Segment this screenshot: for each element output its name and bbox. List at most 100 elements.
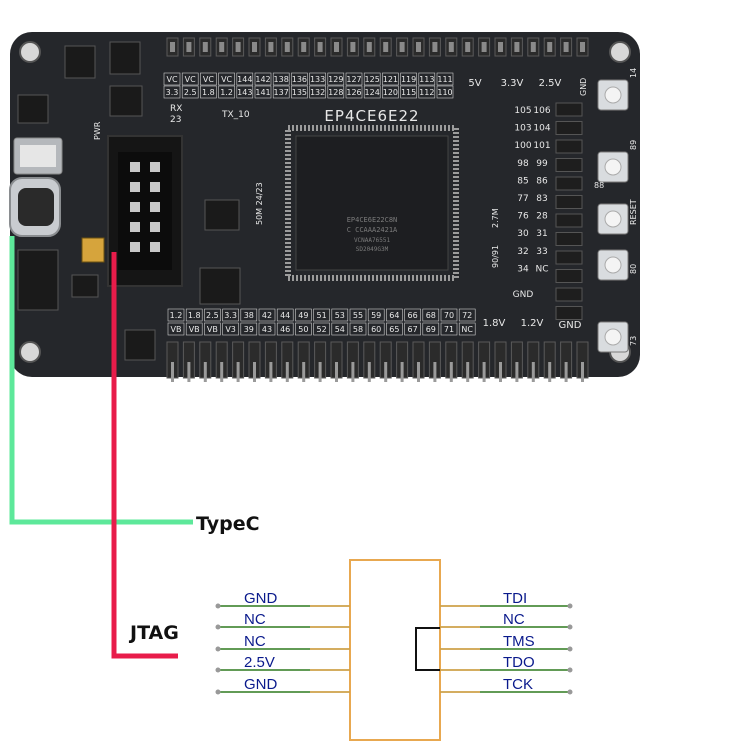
bottom-pin-lead xyxy=(449,362,453,382)
smd-components xyxy=(17,41,241,361)
right-pin-label: 86 xyxy=(536,176,548,186)
right-pin-label: 104 xyxy=(533,124,550,134)
right-pin-label: 33 xyxy=(536,247,547,257)
bottom-pin-lead xyxy=(417,362,420,382)
header-pin-label: 120 xyxy=(383,88,398,97)
label-box xyxy=(345,72,363,86)
label-box xyxy=(254,72,272,86)
bottom-pin-lead xyxy=(564,362,568,382)
header-pin-label: 54 xyxy=(335,325,345,334)
jtag-wire xyxy=(111,252,178,659)
top-pin-contact xyxy=(366,42,372,52)
top-pin-contact xyxy=(252,42,257,52)
right-pin-label: 30 xyxy=(517,229,529,239)
header-pin-label: VB xyxy=(189,325,200,334)
label-box xyxy=(327,85,345,99)
right-pin-label: 77 xyxy=(517,194,528,204)
tx-label: TX_10 xyxy=(221,110,250,120)
header-pin-label: 125 xyxy=(365,75,380,84)
label-box xyxy=(222,308,239,322)
label-box xyxy=(204,322,221,336)
right-pin-label: 85 xyxy=(517,176,528,186)
reset-label: RESET xyxy=(629,199,638,225)
label-box xyxy=(313,308,330,322)
top-pin-contact xyxy=(170,42,175,52)
header-pin-label: 2.5 xyxy=(184,88,197,97)
label-box xyxy=(404,322,421,336)
label-box xyxy=(163,72,181,86)
top-pin-contact xyxy=(268,42,274,52)
power-label: 3.3V xyxy=(501,78,524,89)
label-box xyxy=(167,322,185,336)
right-pin-label: TMS xyxy=(503,633,535,650)
header-pin-label: 72 xyxy=(462,311,472,320)
label-box xyxy=(295,322,312,336)
label-box xyxy=(422,308,440,322)
top-pin-contact xyxy=(448,42,454,52)
right-pin-label: 32 xyxy=(517,247,528,257)
label-box xyxy=(386,322,403,336)
right-pin-label: TDI xyxy=(503,590,527,607)
chip-marking-2: C CCAAA2421A xyxy=(347,226,398,234)
left-pin-dot xyxy=(215,603,221,609)
jtag-label: JTAG xyxy=(128,622,179,644)
right-pin xyxy=(555,158,583,172)
header-pin-label: 112 xyxy=(419,88,434,97)
bottom-pin-lead xyxy=(400,362,404,382)
jtag-pin xyxy=(130,182,140,192)
right-pin-label: 103 xyxy=(514,124,531,134)
right-pin xyxy=(555,213,583,228)
label-box xyxy=(218,85,235,99)
right-pin-label: NC xyxy=(535,264,548,274)
header-pin-label: 1.2 xyxy=(220,88,233,97)
jtag-pin xyxy=(150,222,160,232)
label-box xyxy=(400,72,417,86)
left-pin-label: GND xyxy=(244,590,278,607)
header-pin-label: 1.2 xyxy=(170,311,183,320)
bottom-pin-lead xyxy=(302,362,306,382)
label-box xyxy=(382,72,399,86)
header-pin-label: 133 xyxy=(310,75,325,84)
label-box xyxy=(291,85,308,99)
jtag-pin xyxy=(150,202,160,212)
header-pin-label: 42 xyxy=(262,311,272,320)
header-pin-label: V3 xyxy=(225,325,236,334)
right-pin-dot xyxy=(567,667,573,673)
jtag-pin xyxy=(130,242,140,252)
header-pin-label: NC xyxy=(461,325,473,334)
left-pin-label: GND xyxy=(244,676,278,693)
label-box xyxy=(167,308,185,322)
top-pin-contact xyxy=(563,42,569,52)
bottom-pin-lead xyxy=(253,362,256,382)
label-box xyxy=(276,322,294,336)
header-pin-label: VB xyxy=(207,325,218,334)
label-box xyxy=(204,308,221,322)
left-pin-label: NC xyxy=(244,611,266,628)
right-pin-dot xyxy=(567,689,573,695)
chip-marking-4: SD2049G3M xyxy=(356,246,389,253)
pwr-label: PWR xyxy=(93,121,102,140)
label-box xyxy=(363,85,381,99)
top-pin-contact xyxy=(350,42,356,52)
label-box xyxy=(240,322,258,336)
label-box xyxy=(218,72,235,86)
label-box xyxy=(363,72,381,86)
right-pin xyxy=(555,250,583,265)
push-buttons xyxy=(597,79,629,353)
power-label: GND xyxy=(559,320,582,331)
jtag-pin xyxy=(130,162,140,172)
bottom-pin-lead xyxy=(367,362,371,382)
top-pin-contact xyxy=(202,42,208,52)
header-pin-label: 65 xyxy=(389,325,399,334)
jtag-pin xyxy=(150,242,160,252)
bottom-pin-lead xyxy=(384,362,388,382)
label-box xyxy=(291,72,308,86)
header-pin-label: 50 xyxy=(298,325,308,334)
pin-90-91-label: 90/91 xyxy=(491,245,500,268)
push-button-cap xyxy=(604,86,622,104)
label-box xyxy=(367,308,385,322)
header-pin-label: 142 xyxy=(255,75,270,84)
bottom-pin-lead xyxy=(466,362,470,382)
